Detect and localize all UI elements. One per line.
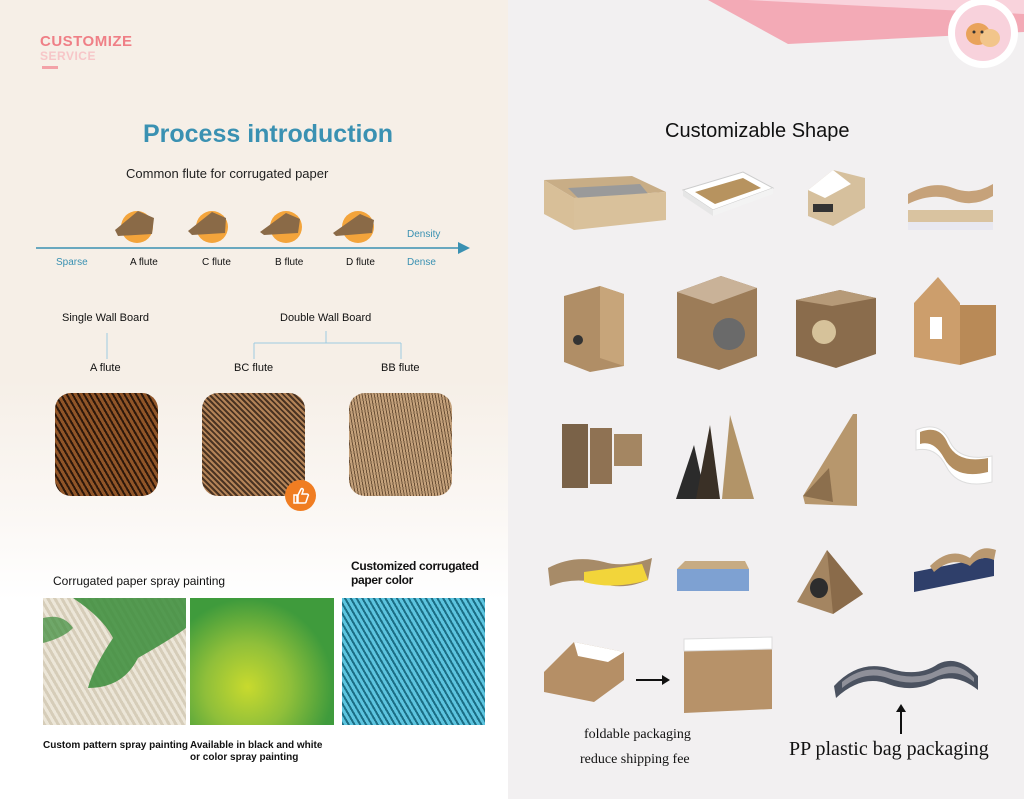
flat-tray-image [681, 171, 775, 216]
flute-label-a: A flute [130, 257, 158, 268]
shapes-panel: Customizable Shape [508, 0, 1024, 799]
single-wall-label: Single Wall Board [62, 312, 150, 324]
thumbs-up-icon [285, 480, 316, 511]
process-title: Process introduction [142, 120, 394, 148]
open-box-tray-image [544, 176, 666, 230]
house-white-roof-image [808, 170, 865, 226]
pp-bag-label: PP plastic bag packaging [789, 738, 989, 760]
board-label-bb: BB flute [381, 362, 420, 374]
pyramid-house-image [797, 550, 863, 614]
elephant-scratcher-image [677, 561, 749, 591]
custom-color-image [342, 598, 485, 725]
flute-label-b: B flute [275, 257, 304, 268]
cube-house-image [677, 276, 757, 370]
custom-color-title: Customized corrugated paper color [351, 559, 479, 587]
board-label-bc: BC flute [234, 362, 274, 374]
flute-label-d: D flute [346, 257, 375, 268]
arrow-up-icon [896, 704, 906, 734]
arrow-right-icon [636, 675, 670, 685]
printed-box-scratcher-image [914, 548, 996, 592]
ramp-scratcher-image [803, 414, 857, 506]
stacked-boards-image [562, 424, 642, 488]
double-wall-label: Double Wall Board [280, 312, 372, 324]
triangle-scratchers-image [676, 415, 754, 499]
axis-density-label: Density [407, 229, 441, 240]
density-axis [36, 211, 470, 254]
two-story-house-image [914, 277, 996, 365]
header-service: SERVICE [40, 49, 96, 63]
board-sample-a [55, 393, 158, 496]
foldable-label-1: foldable packaging [584, 727, 691, 742]
axis-sparse-label: Sparse [56, 257, 88, 268]
assembled-box-image [683, 636, 773, 713]
foldable-label-2: reduce shipping fee [580, 752, 690, 767]
pets-logo-icon [955, 5, 1011, 61]
header-customize: CUSTOMIZE [40, 33, 133, 50]
fish-scratcher-image [548, 558, 652, 587]
board-sample-bc [202, 393, 305, 496]
double-wave-board-image [908, 184, 993, 230]
pp-bag-product-image [834, 660, 978, 698]
flute-d-icon [333, 211, 374, 243]
flute-c-icon [188, 211, 228, 243]
wall-tree-lines [106, 331, 402, 359]
wave-lounge-image [915, 426, 993, 485]
board-sample-bb [349, 393, 452, 496]
flute-a-icon [115, 211, 154, 243]
flute-b-icon [260, 211, 302, 243]
flat-folded-box-image [544, 642, 624, 702]
spray-pattern-image [43, 598, 186, 725]
bag-house-image [564, 286, 624, 372]
cat-face-cube-image [796, 290, 876, 368]
logo-badge [948, 0, 1018, 68]
pink-corner-banner [708, 0, 1024, 44]
header-underline [42, 66, 58, 69]
process-panel: CUSTOMIZE SERVICE Process introduction C… [0, 0, 508, 799]
shapes-title: Customizable Shape [665, 120, 850, 142]
spray-title: Corrugated paper spray painting [53, 574, 226, 588]
spray-color-image [190, 598, 334, 725]
flute-label-c: C flute [202, 257, 231, 268]
axis-dense-label: Dense [407, 257, 436, 268]
spray-caption-2: Available in black and white or color sp… [190, 740, 323, 763]
flute-subtitle: Common flute for corrugated paper [126, 166, 329, 181]
spray-caption-1: Custom pattern spray painting [43, 740, 189, 751]
board-label-a: A flute [90, 362, 121, 374]
